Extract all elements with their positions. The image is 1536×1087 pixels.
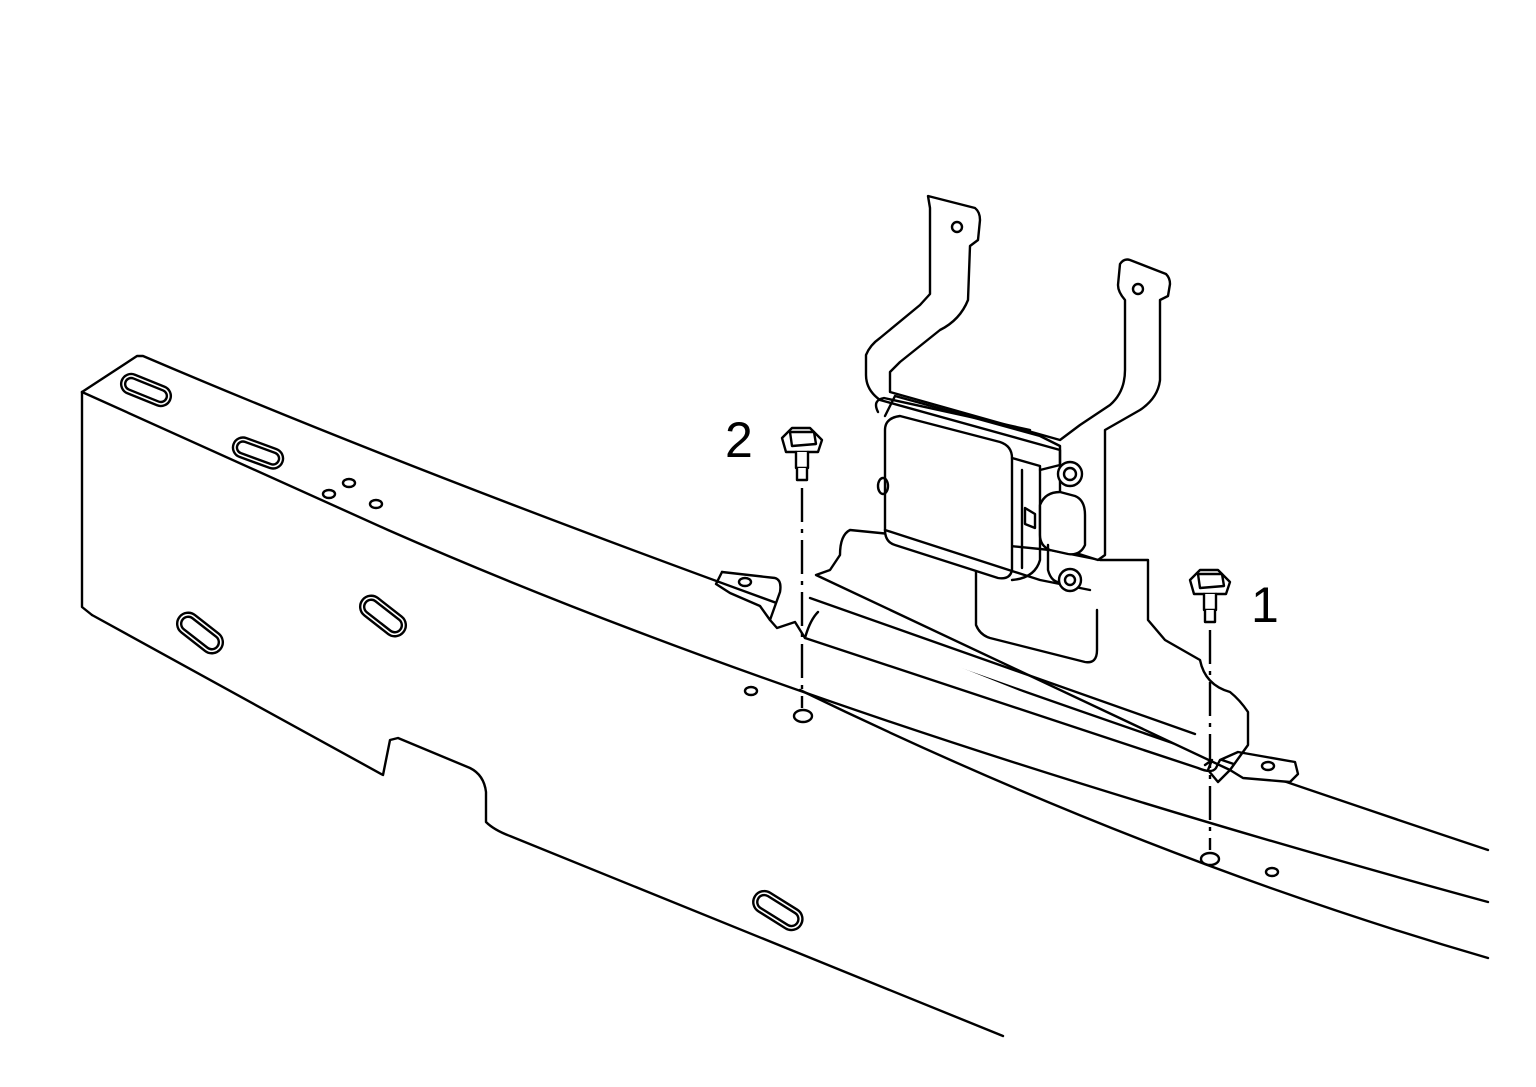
slot-holes	[119, 372, 804, 932]
round-holes	[321, 477, 1280, 878]
bumper-impact-bar	[80, 354, 1490, 1038]
distance-sensor-module	[874, 394, 1092, 593]
bolt-1	[1188, 568, 1232, 850]
callout-2-label: 2	[725, 412, 753, 468]
callout-1-label: 1	[1251, 577, 1279, 633]
upper-u-bracket	[864, 194, 1172, 562]
sensor-mounting-bracket	[714, 528, 1300, 784]
bolt-2	[780, 426, 824, 708]
